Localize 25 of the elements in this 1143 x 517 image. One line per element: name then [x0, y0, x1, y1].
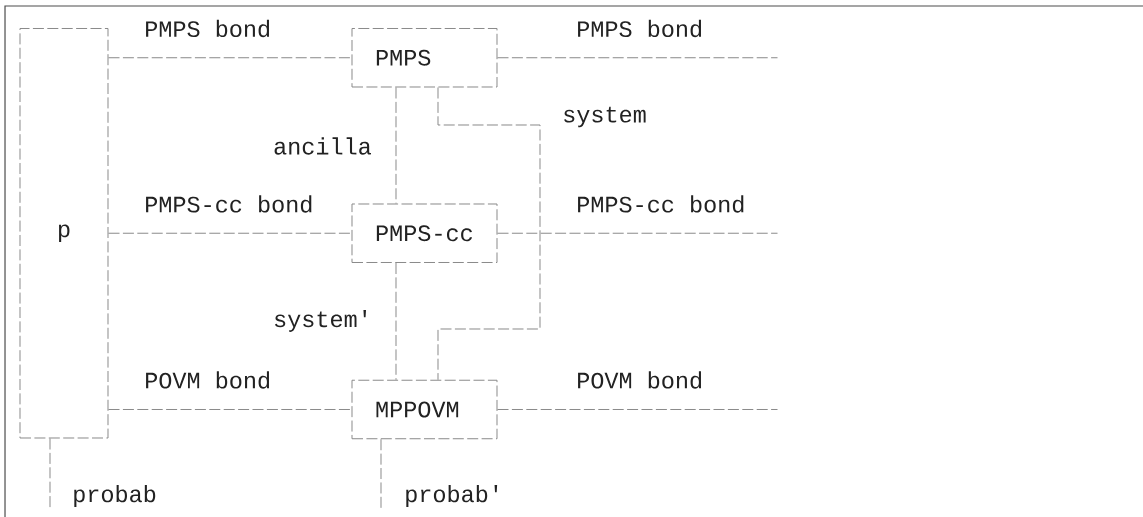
- box: PMPS: [351, 28, 498, 88]
- wire: [437, 87, 541, 381]
- wire: [49, 438, 51, 509]
- wire: [380, 438, 382, 510]
- edge-label: probab: [71, 484, 158, 508]
- box: MPPOVM: [351, 379, 498, 440]
- edge-label: PMPS-cc bond: [575, 194, 747, 214]
- box: PMPS-cc: [351, 203, 498, 263]
- wire: [497, 409, 778, 410]
- edge-label: POVM bond: [143, 370, 273, 390]
- edge-label: PMPS bond: [575, 18, 705, 39]
- box: p: [19, 28, 109, 439]
- wire: [108, 232, 352, 234]
- wire: [108, 409, 352, 410]
- edge-label: PMPS bond: [143, 18, 273, 39]
- edge-label: ancilla: [272, 136, 373, 156]
- wire: [497, 57, 778, 59]
- edge-label: PMPS-cc bond: [143, 194, 315, 214]
- wire: [108, 57, 352, 59]
- wire: [395, 262, 397, 381]
- wire: [497, 232, 778, 234]
- edge-label: probab': [403, 484, 504, 508]
- edge-label: system: [561, 105, 648, 129]
- edge-label: system': [272, 309, 373, 333]
- edge-label: POVM bond: [575, 370, 705, 390]
